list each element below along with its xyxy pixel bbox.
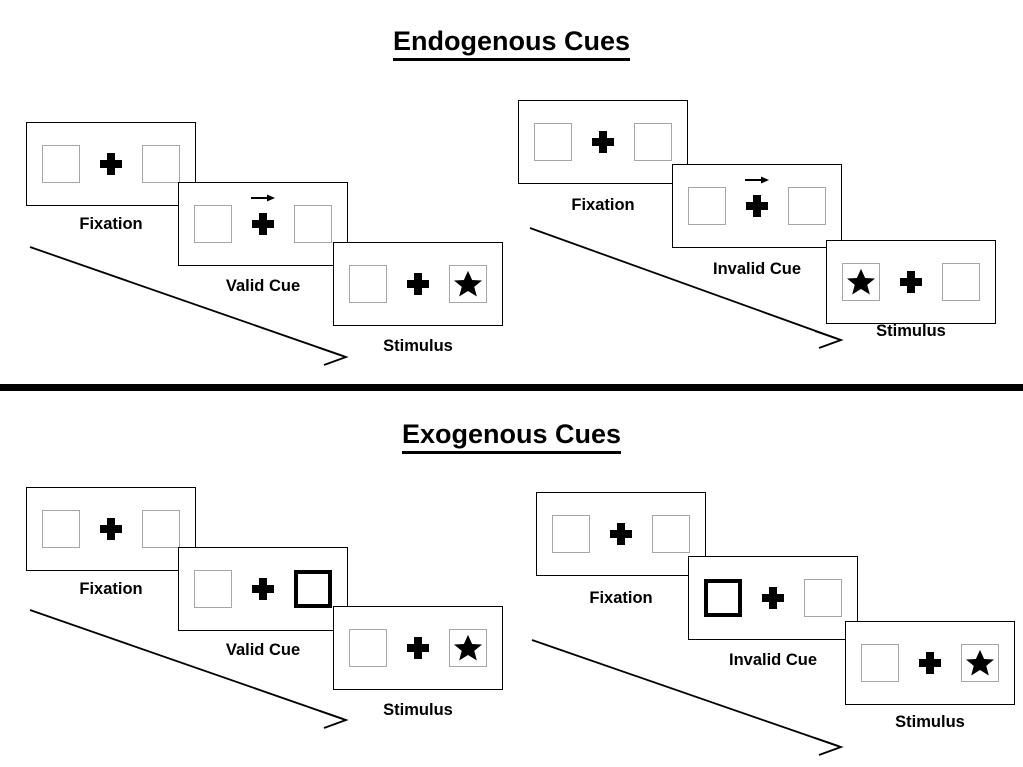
placeholder-box-right [142, 145, 180, 183]
cue-column [608, 523, 634, 545]
frame-exogenous-valid-cue [178, 547, 348, 631]
star-icon [454, 270, 482, 297]
section-title-endogenous-text: Endogenous Cues [392, 26, 630, 61]
frame-endogenous-invalid-fixation [518, 100, 688, 184]
frame-caption: Stimulus [383, 701, 453, 719]
frame-exogenous-invalid-stimulus [845, 621, 1015, 705]
placeholder-box-left [349, 265, 387, 303]
cue-column [405, 637, 431, 659]
placeholder-box-right [634, 123, 672, 161]
section-title-exogenous: Exogenous Cues [0, 419, 1023, 454]
placeholder-box-left [42, 510, 80, 548]
frame-caption: Valid Cue [225, 641, 301, 659]
frame-caption: Valid Cue [225, 277, 301, 295]
frame-exogenous-invalid-cue [688, 556, 858, 640]
cue-column [744, 176, 770, 217]
placeholder-box-right [961, 644, 999, 682]
arrow-right-icon [251, 194, 275, 202]
cue-column [98, 153, 124, 175]
placeholder-box-left [42, 145, 80, 183]
frame-caption: Fixation [79, 580, 143, 598]
fixation-cross-icon [900, 271, 922, 293]
fixation-cross-icon [252, 578, 274, 600]
frame-endogenous-invalid-cue [672, 164, 842, 248]
placeholder-box-right [449, 265, 487, 303]
placeholder-box-right [942, 263, 980, 301]
frame-exogenous-valid-stimulus [333, 606, 503, 690]
frame-caption: Invalid Cue [712, 260, 802, 278]
star-icon [966, 649, 994, 676]
section-title-exogenous-text: Exogenous Cues [401, 419, 622, 454]
placeholder-box-left [861, 644, 899, 682]
frame-exogenous-valid-fixation [26, 487, 196, 571]
frame-caption: Stimulus [876, 322, 946, 340]
placeholder-box-left [688, 187, 726, 225]
placeholder-box-right-cued [294, 570, 332, 608]
cue-column [590, 131, 616, 153]
fixation-cross-icon [252, 213, 274, 235]
fixation-cross-icon [100, 518, 122, 540]
fixation-cross-icon [407, 273, 429, 295]
frame-endogenous-valid-stimulus [333, 242, 503, 326]
section-divider [0, 384, 1023, 391]
fixation-cross-icon [919, 652, 941, 674]
fixation-cross-icon [762, 587, 784, 609]
frame-caption: Stimulus [895, 713, 965, 731]
cue-column [250, 194, 276, 235]
frame-exogenous-invalid-fixation [536, 492, 706, 576]
frame-caption: Invalid Cue [728, 651, 818, 669]
placeholder-box-left-cued [704, 579, 742, 617]
fixation-cross-icon [610, 523, 632, 545]
cue-column [98, 518, 124, 540]
cue-column [405, 273, 431, 295]
placeholder-box-right [294, 205, 332, 243]
placeholder-box-right [652, 515, 690, 553]
frame-endogenous-valid-cue [178, 182, 348, 266]
cue-column [250, 578, 276, 600]
frame-endogenous-valid-fixation [26, 122, 196, 206]
frame-caption: Fixation [589, 589, 653, 607]
placeholder-box-left [194, 205, 232, 243]
frame-endogenous-invalid-stimulus [826, 240, 996, 324]
section-title-endogenous: Endogenous Cues [0, 26, 1023, 61]
placeholder-box-left [194, 570, 232, 608]
placeholder-box-left [552, 515, 590, 553]
fixation-cross-icon [746, 195, 768, 217]
cue-column [898, 271, 924, 293]
frame-caption: Fixation [571, 196, 635, 214]
placeholder-box-left [842, 263, 880, 301]
placeholder-box-right [449, 629, 487, 667]
star-icon [454, 634, 482, 661]
placeholder-box-left [349, 629, 387, 667]
frame-caption: Fixation [79, 215, 143, 233]
fixation-cross-icon [100, 153, 122, 175]
arrow-right-icon [745, 176, 769, 184]
cue-column [917, 652, 943, 674]
placeholder-box-right [804, 579, 842, 617]
frame-caption: Stimulus [383, 337, 453, 355]
placeholder-box-right [788, 187, 826, 225]
fixation-cross-icon [407, 637, 429, 659]
cue-column [760, 587, 786, 609]
fixation-cross-icon [592, 131, 614, 153]
star-icon [847, 268, 875, 295]
placeholder-box-right [142, 510, 180, 548]
placeholder-box-left [534, 123, 572, 161]
